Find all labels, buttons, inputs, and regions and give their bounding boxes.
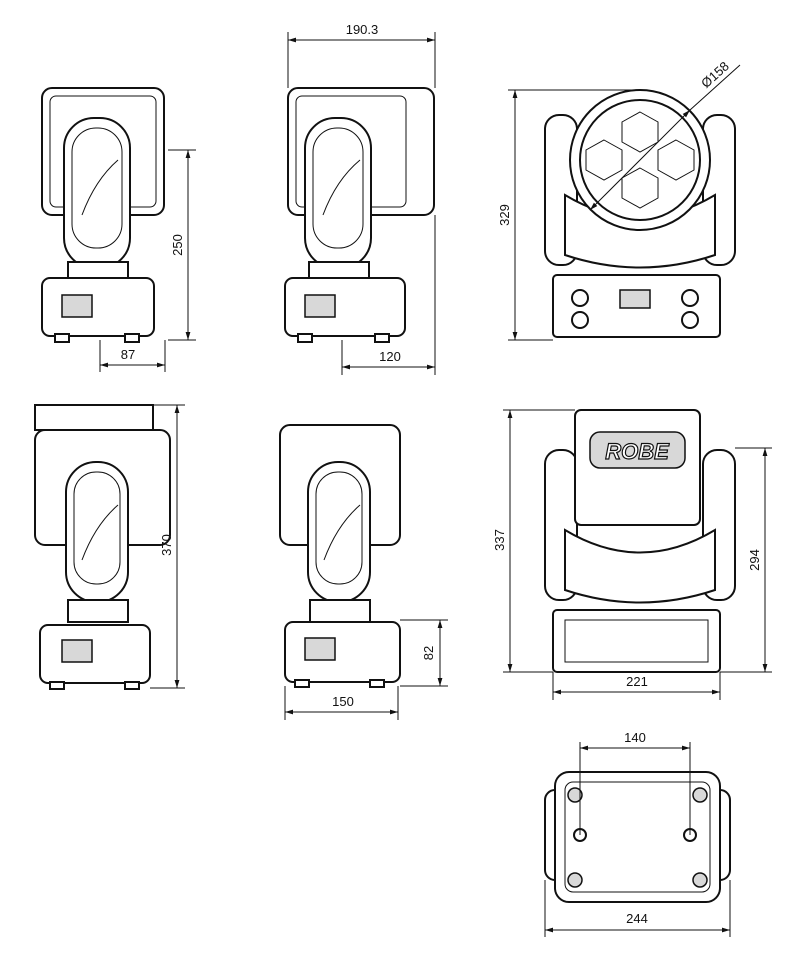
dimension-221: 221	[552, 672, 721, 700]
dimension-329: 329	[497, 89, 640, 341]
dimension-87: 87	[99, 340, 166, 372]
dim-label: 250	[170, 234, 185, 256]
tilted-side-view-fixture	[34, 404, 171, 690]
rear-view-fixture: ROBE	[544, 409, 736, 673]
dim-label: 370	[159, 534, 174, 556]
dim-label: 221	[626, 674, 648, 689]
bottom-view-fixture	[544, 771, 731, 903]
side-view-fixture	[41, 87, 165, 343]
dimension-370: 370	[150, 404, 185, 689]
dim-label: 337	[492, 529, 507, 551]
dimension-150: 150	[284, 686, 399, 720]
dim-label: 190.3	[346, 22, 379, 37]
dimension-82: 82	[400, 619, 448, 687]
robe-logo: ROBE	[605, 439, 670, 464]
dimension-337: 337	[492, 409, 575, 673]
front-view-fixture	[544, 89, 736, 338]
dim-label: 87	[121, 347, 135, 362]
dim-label: 120	[379, 349, 401, 364]
dim-label: Ø158	[698, 58, 732, 90]
tilted-side-view-fixture-2	[279, 424, 401, 688]
dimension-190-3: 190.3	[287, 22, 436, 88]
dim-label: 140	[624, 730, 646, 745]
dim-label: 329	[497, 204, 512, 226]
dimension-250: 250	[168, 149, 196, 341]
dim-label: 150	[332, 694, 354, 709]
dim-label: 82	[421, 646, 436, 660]
dimension-120: 120	[341, 215, 436, 375]
dim-label: 294	[747, 549, 762, 571]
dimension-294: 294	[720, 447, 772, 673]
dimension-244: 244	[544, 880, 731, 937]
dim-label: 244	[626, 911, 648, 926]
dimension-140: 140	[579, 730, 691, 835]
side-view-fixture-2	[284, 87, 435, 343]
